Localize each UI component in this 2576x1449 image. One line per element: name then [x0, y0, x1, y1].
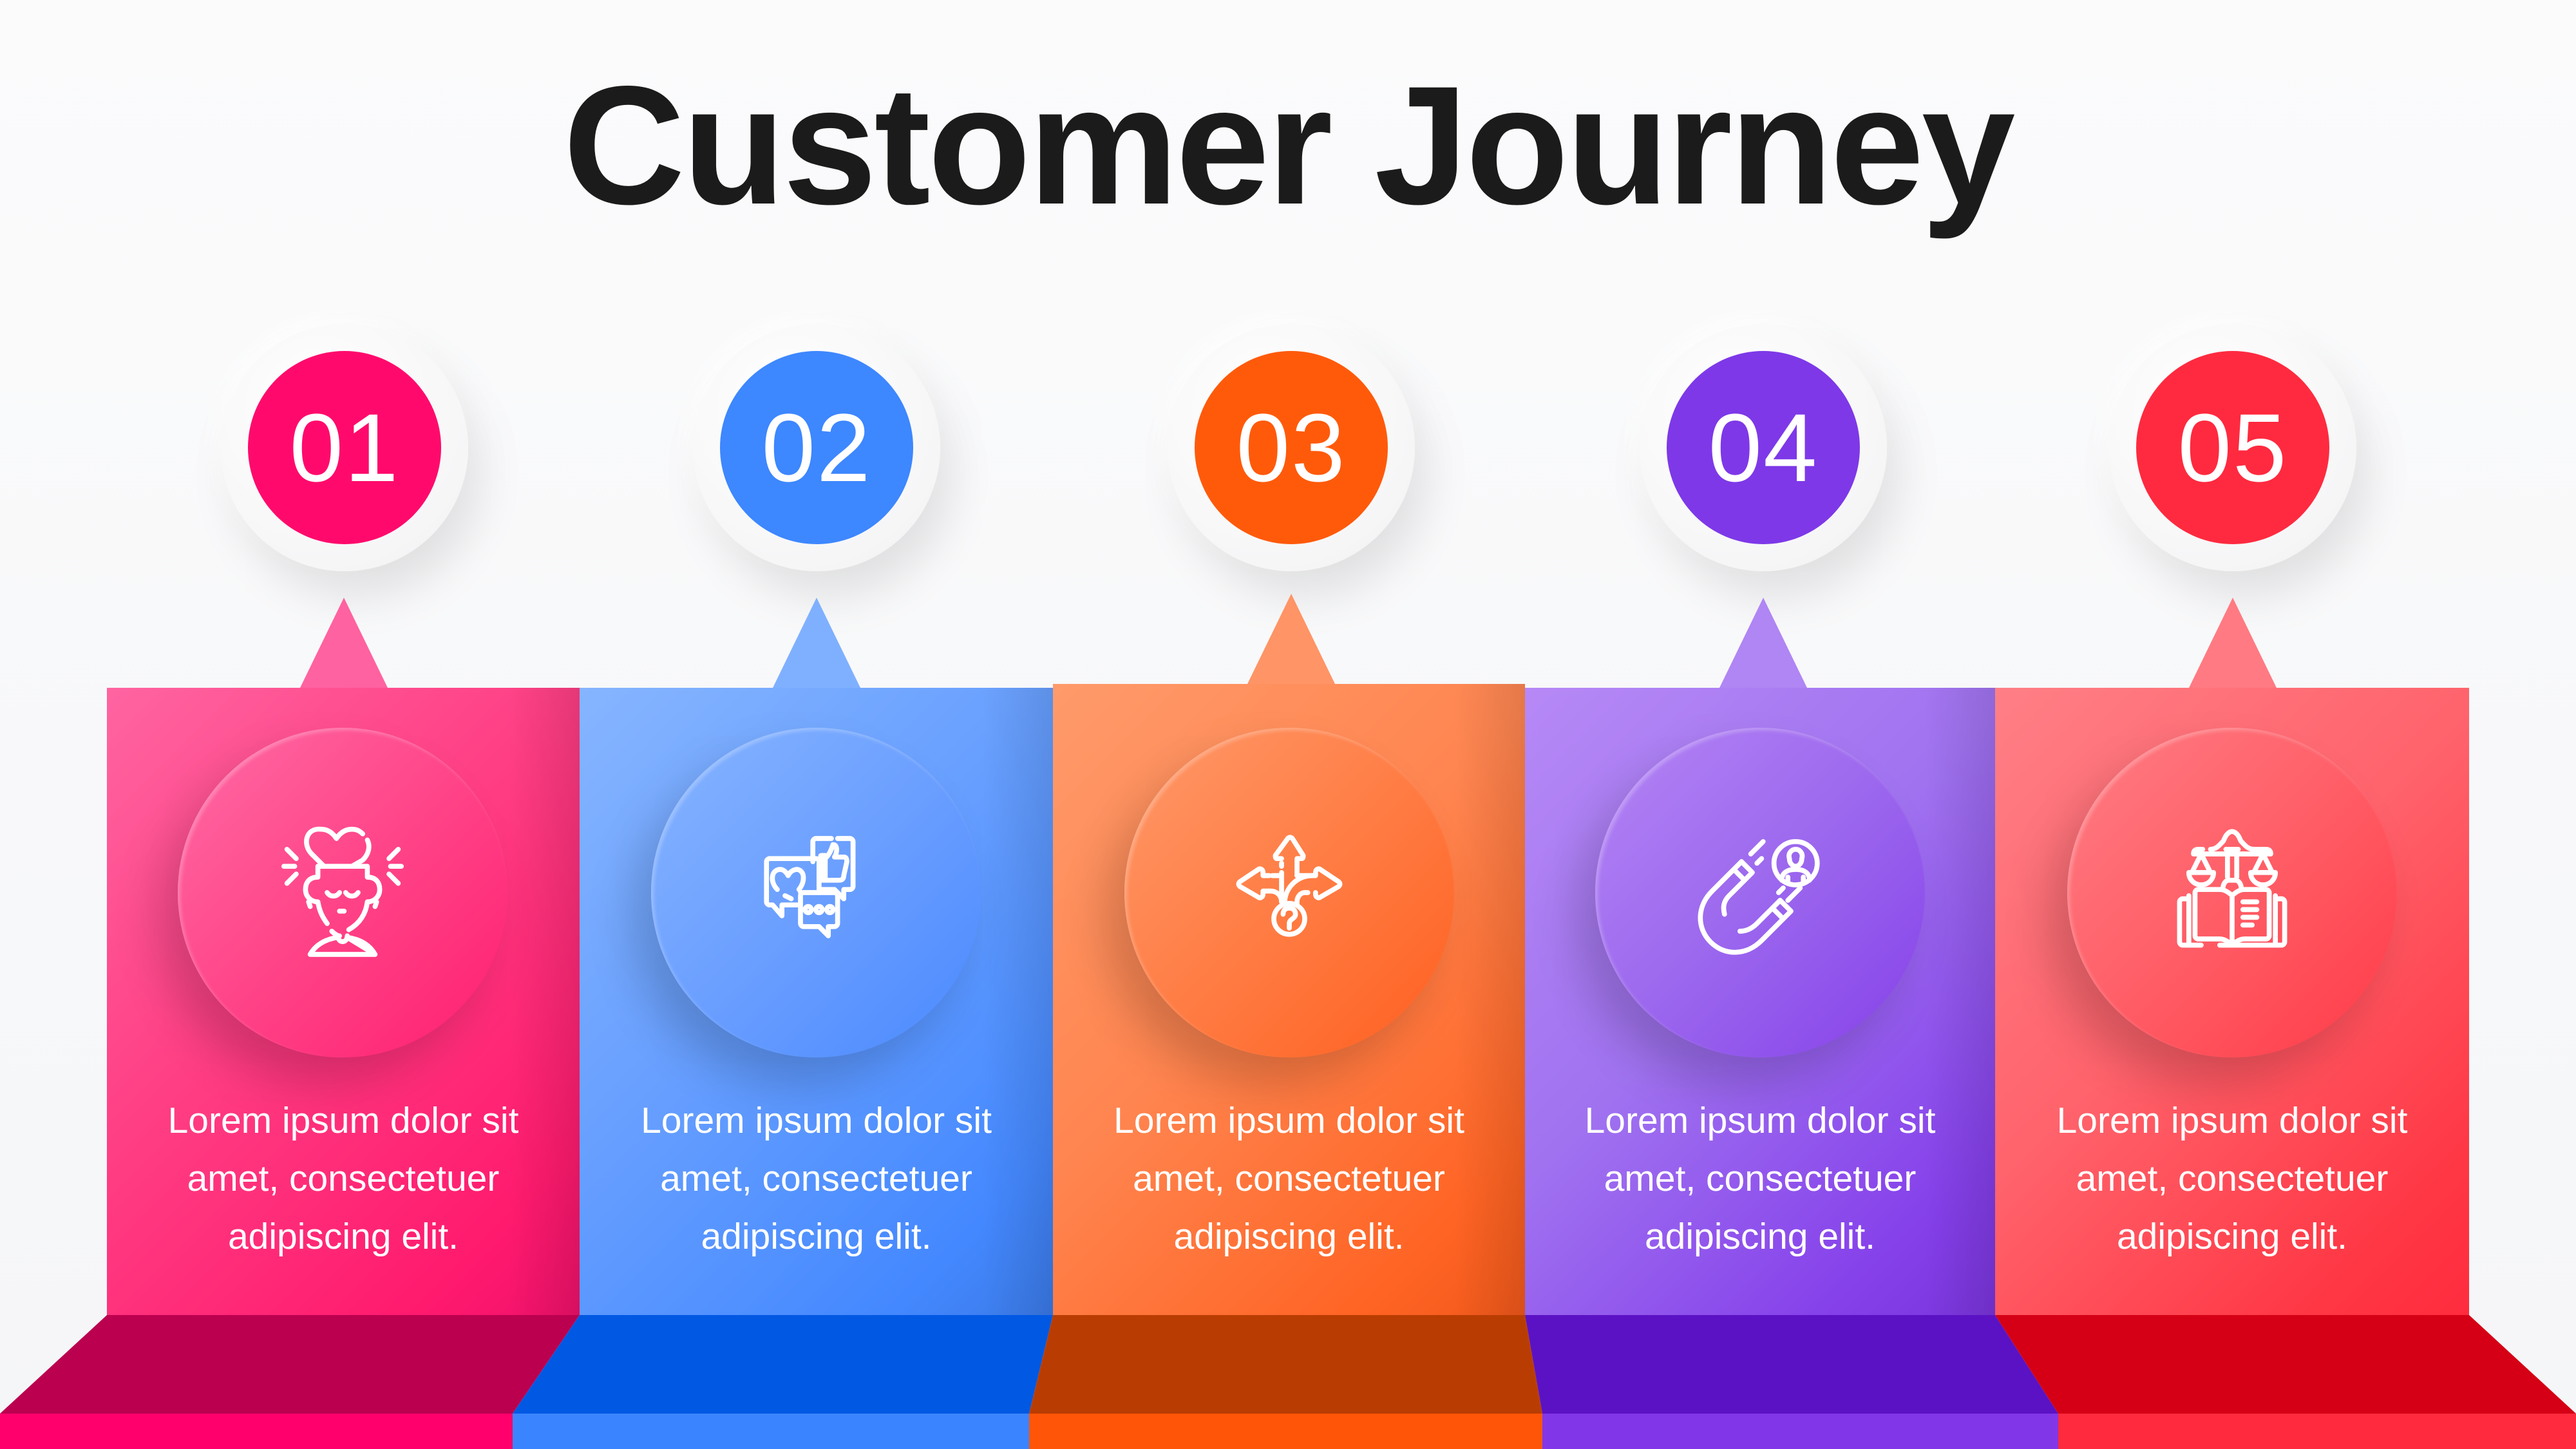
step-description: Lorem ipsum dolor sit amet, consectetuer…: [641, 1100, 992, 1257]
floor-segment-1: [0, 1315, 580, 1414]
step-number-badge: 04: [1640, 324, 1887, 571]
floor-segment-5: [1995, 1315, 2576, 1414]
step-card: Lorem ipsum dolor sit amet, consectetuer…: [1995, 688, 2469, 1315]
floor-segment-3: [1029, 1315, 1542, 1414]
journey-floor: [0, 1315, 2576, 1449]
floor-edge-1: [0, 1414, 513, 1449]
open-mind-heart-icon: [281, 826, 404, 957]
step-number: 05: [2136, 351, 2329, 544]
step-description: Lorem ipsum dolor sit amet, consectetuer…: [2056, 1100, 2408, 1257]
decision-arrows-icon: [1236, 835, 1343, 937]
icon-circle: [651, 728, 981, 1057]
step-number-badge: 02: [693, 324, 940, 571]
icon-circle: [2067, 728, 2397, 1057]
step-pointer: [773, 598, 860, 688]
icon-circle: [1124, 728, 1454, 1057]
step-number: 01: [248, 351, 441, 544]
step-number-badge: 03: [1168, 324, 1415, 571]
floor-segment-4: [1525, 1315, 2058, 1414]
step-number: 04: [1667, 351, 1860, 544]
icon-circle: [1595, 728, 1925, 1057]
step-number: 03: [1195, 351, 1388, 544]
step-card: Lorem ipsum dolor sit amet, consectetuer…: [1525, 688, 1995, 1315]
floor-segment-2: [513, 1315, 1053, 1414]
page-title: Customer Journey: [563, 51, 2016, 240]
floor-edge-3: [1029, 1414, 1542, 1449]
step-number-badge: 01: [221, 324, 468, 571]
icon-circle: [178, 728, 507, 1057]
step-number-badge: 05: [2109, 324, 2356, 571]
floor-edge-5: [2058, 1414, 2576, 1449]
step-description: Lorem ipsum dolor sit amet, consectetuer…: [167, 1100, 519, 1257]
step-pointer: [300, 598, 388, 688]
law-book-scales-icon: [2177, 829, 2287, 948]
step-pointer: [1719, 598, 1807, 688]
chat-feedback-icon: [764, 836, 856, 939]
step-card: Lorem ipsum dolor sit amet, consectetuer…: [107, 688, 580, 1315]
step-pointer: [1247, 594, 1335, 684]
step-description: Lorem ipsum dolor sit amet, consectetuer…: [1584, 1100, 1936, 1257]
step-number: 02: [720, 351, 913, 544]
step-card: Lorem ipsum dolor sit amet, consectetuer…: [1053, 684, 1525, 1315]
floor-edge-4: [1542, 1414, 2058, 1449]
step-pointer: [2189, 598, 2277, 688]
step-description: Lorem ipsum dolor sit amet, consectetuer…: [1113, 1100, 1464, 1257]
step-card: Lorem ipsum dolor sit amet, consectetuer…: [580, 688, 1053, 1315]
customer-magnet-icon: [1698, 838, 1820, 955]
floor-edge-2: [513, 1414, 1029, 1449]
